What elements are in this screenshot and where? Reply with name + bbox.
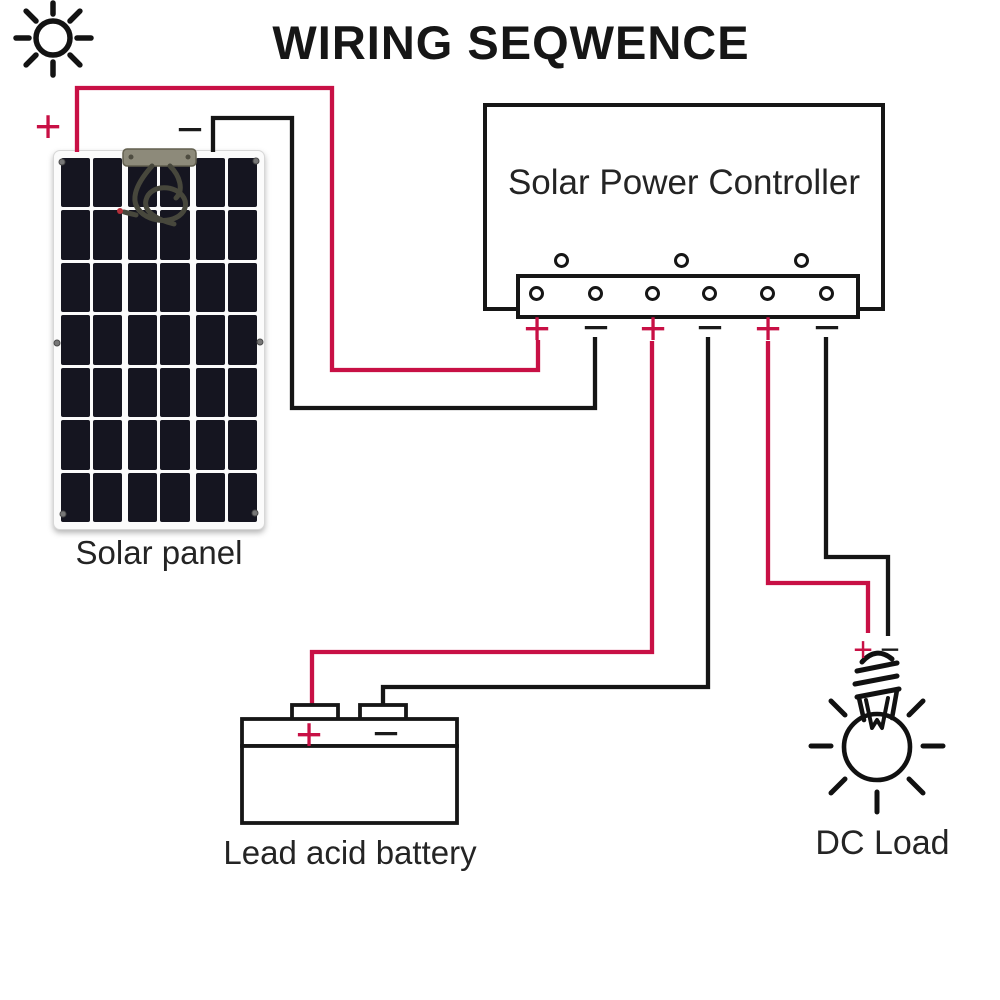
battery-positive-symbol: + <box>295 708 323 760</box>
solar-panel <box>53 150 265 530</box>
solar-cell <box>93 315 123 365</box>
terminal-port-2 <box>588 286 603 301</box>
solar-cell <box>61 210 91 260</box>
controller-terminal-6-label: − <box>813 301 841 353</box>
solar-cell <box>160 472 190 522</box>
controller-terminal-4-label: − <box>696 301 724 353</box>
solar-cell <box>227 367 257 418</box>
solar-cell <box>128 315 158 365</box>
controller-terminal-1-label: + <box>523 302 551 354</box>
battery-label: Lead acid battery <box>223 834 477 871</box>
solar-cell <box>93 472 123 522</box>
battery-negative-symbol: − <box>372 707 400 759</box>
solar-cell-column <box>128 158 190 522</box>
solar-cell <box>128 158 158 208</box>
indicator-light <box>674 253 689 268</box>
solar-cell <box>227 262 257 313</box>
wire-load-positive <box>765 341 871 633</box>
solar-cell <box>160 315 190 365</box>
solar-cell <box>195 315 225 365</box>
indicator-light <box>794 253 809 268</box>
solar-panel-positive-symbol: + <box>34 100 62 152</box>
wire-load-negative <box>823 337 891 636</box>
solar-cell <box>128 262 158 313</box>
solar-cell <box>160 158 190 208</box>
solar-cell <box>195 472 225 522</box>
terminal-port-5 <box>760 286 775 301</box>
solar-cell <box>227 158 257 208</box>
solar-cell <box>93 210 123 260</box>
solar-cell <box>61 158 91 208</box>
solar-cell <box>160 420 190 470</box>
solar-cell <box>93 158 123 208</box>
solar-panel-label: Solar panel <box>75 534 243 571</box>
solar-cell <box>160 367 190 418</box>
dc-load-label: DC Load <box>815 824 950 862</box>
solar-cell <box>128 367 158 418</box>
wire-battery-positive <box>309 341 655 707</box>
dc-load-negative-symbol: − <box>880 631 900 669</box>
solar-cell-column <box>195 158 257 522</box>
solar-cell <box>93 367 123 418</box>
terminal-port-3 <box>645 286 660 301</box>
solar-cell <box>128 210 158 260</box>
solar-cell <box>128 472 158 522</box>
solar-cell <box>160 210 190 260</box>
solar-cell <box>61 420 91 470</box>
solar-cell <box>195 420 225 470</box>
solar-panel-cells <box>61 158 257 522</box>
solar-cell <box>93 420 123 470</box>
solar-cell <box>227 420 257 470</box>
terminal-port-6 <box>819 286 834 301</box>
controller-terminal-3-label: + <box>639 302 667 354</box>
solar-cell <box>227 210 257 260</box>
wire-battery-negative <box>380 337 711 707</box>
solar-cell <box>227 472 257 522</box>
terminal-port-4 <box>702 286 717 301</box>
solar-cell <box>61 472 91 522</box>
page-title: WIRING SEQWENCE <box>272 16 750 69</box>
dc-load-positive-symbol: + <box>853 631 873 669</box>
solar-cell-column <box>61 158 123 522</box>
solar-cell <box>160 262 190 313</box>
solar-cell <box>93 262 123 313</box>
solar-cell <box>61 262 91 313</box>
solar-cell <box>195 158 225 208</box>
battery-body <box>240 744 459 825</box>
controller-terminal-5-label: + <box>754 302 782 354</box>
solar-cell <box>195 367 225 418</box>
solar-cell <box>195 262 225 313</box>
controller-terminal-2-label: − <box>582 301 610 353</box>
controller-box: Solar Power Controller <box>483 103 885 319</box>
controller-label: Solar Power Controller <box>507 163 861 202</box>
solar-cell <box>195 210 225 260</box>
light-bulb-icon <box>808 650 946 815</box>
terminal-port-1 <box>529 286 544 301</box>
solar-cell <box>61 367 91 418</box>
solar-panel-negative-symbol: − <box>176 103 204 155</box>
solar-cell <box>61 315 91 365</box>
battery-lid <box>240 717 459 748</box>
solar-cell <box>128 420 158 470</box>
terminal-strip <box>516 274 860 319</box>
bulb-rays <box>808 698 946 815</box>
solar-cell <box>227 315 257 365</box>
indicator-light <box>554 253 569 268</box>
battery <box>240 703 459 825</box>
